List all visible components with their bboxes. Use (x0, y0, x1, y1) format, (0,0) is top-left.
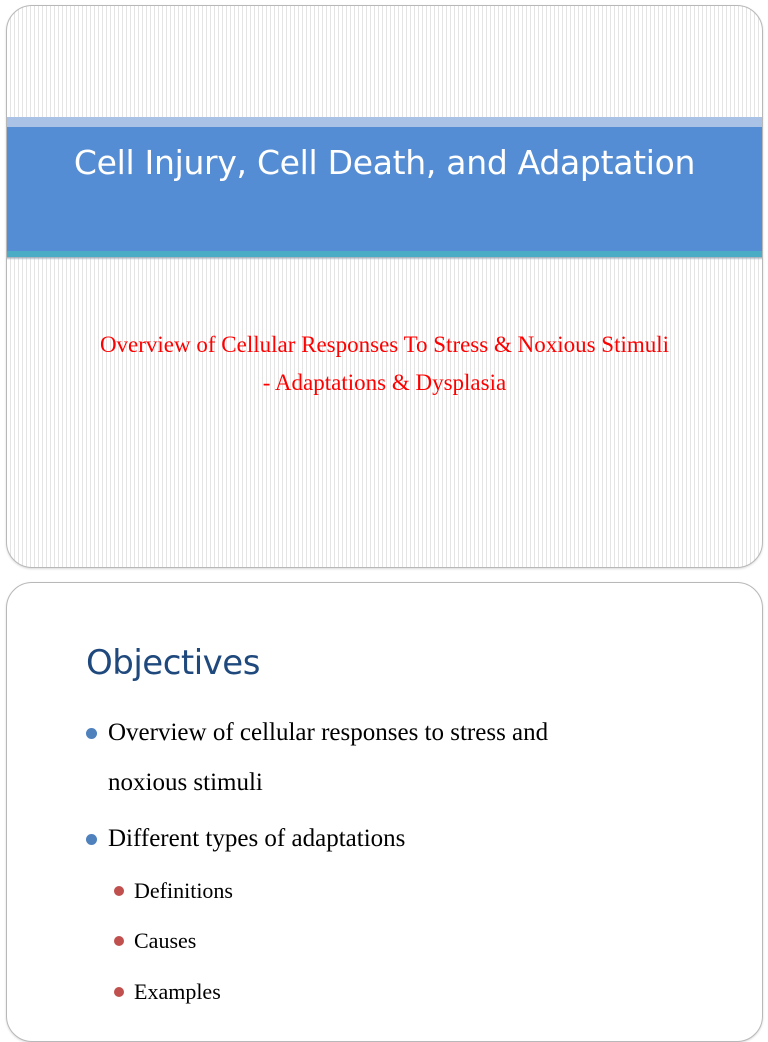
sub-bullet-text: Definitions (134, 878, 233, 903)
sub-bullet-text: Examples (134, 979, 221, 1004)
objectives-slide: Objectives Overview of cellular response… (6, 582, 763, 1042)
bullet-dot-icon (86, 728, 97, 739)
title-band-bottom-accent (7, 251, 762, 257)
slide-title: Cell Injury, Cell Death, and Adaptation (73, 143, 696, 182)
sub-bullet-dot-icon (114, 886, 124, 896)
sub-bullet-dot-icon (114, 936, 124, 946)
sub-bullet-item: Causes (114, 928, 197, 954)
title-band-top-accent (7, 117, 762, 127)
title-band-shadow (7, 257, 762, 260)
bullet-item: Overview of cellular responses to stress… (86, 719, 549, 797)
sub-bullet-item: Examples (114, 979, 221, 1005)
title-slide: Cell Injury, Cell Death, and Adaptation … (6, 5, 763, 568)
bullet-text: Different types of adaptations (108, 825, 406, 852)
bullet-item: Different types of adaptations (86, 825, 406, 853)
slide-subtitle: Overview of Cellular Responses To Stress… (7, 326, 762, 402)
sub-bullet-dot-icon (114, 987, 124, 997)
objectives-title: Objectives (86, 643, 260, 683)
bullet-list: Overview of cellular responses to stress… (7, 583, 762, 1041)
sub-bullet-text: Causes (134, 928, 197, 953)
bullet-text-continuation: noxious stimuli (108, 769, 263, 796)
subtitle-line-1: Overview of Cellular Responses To Stress… (99, 332, 670, 357)
bullet-dot-icon (86, 834, 97, 845)
bullet-text: Overview of cellular responses to stress… (108, 719, 549, 746)
subtitle-line-2: - Adaptations & Dysplasia (262, 370, 507, 395)
sub-bullet-item: Definitions (114, 878, 233, 904)
title-band (7, 127, 762, 251)
